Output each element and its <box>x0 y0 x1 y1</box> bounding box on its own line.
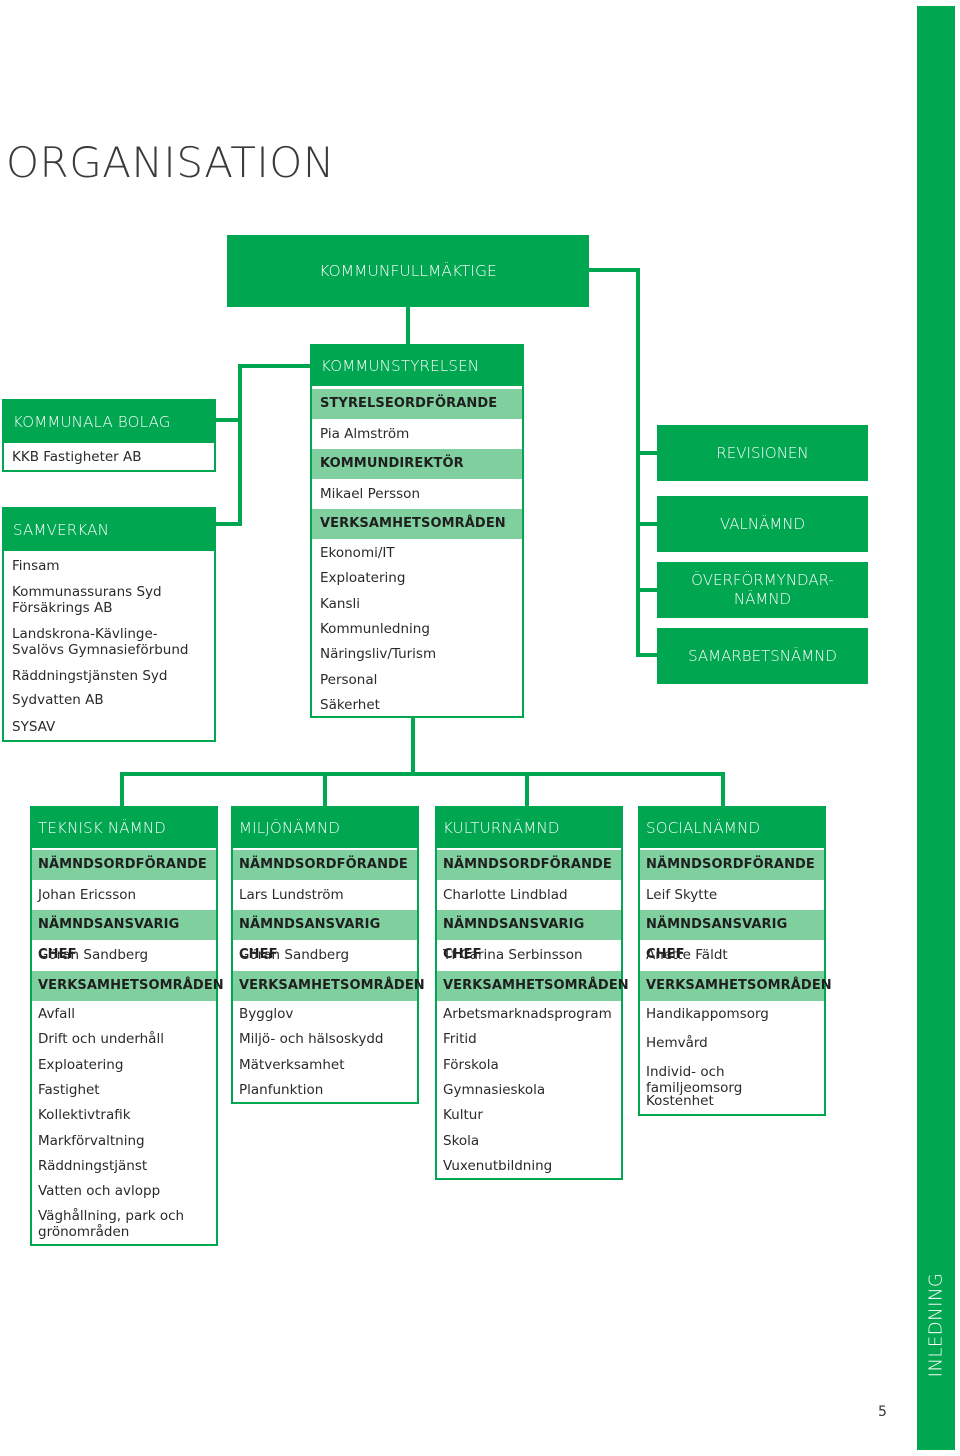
kommunstyrelsen-title: KOMMUNSTYRELSEN <box>312 346 522 386</box>
namnd-omrade-item: Kostenhet <box>646 1093 714 1109</box>
namnd-omrade-item: Planfunktion <box>239 1081 324 1098</box>
namndsansvarig-chef-label: NÄMNDSANSVARIG CHEF <box>437 910 621 962</box>
namnd-omrade-item: Handikappomsorg <box>646 1006 769 1022</box>
namndsordforande-label: NÄMNDSORDFÖRANDE <box>640 850 824 880</box>
namnd-omrade-item: Exploatering <box>38 1056 124 1073</box>
bolag-item: KKB Fastigheter AB <box>12 449 142 465</box>
revisionen-box: REVISIONEN <box>657 425 868 481</box>
namnd-omrade-item: Fastighet <box>38 1081 100 1098</box>
kommundirektor-label: KOMMUNDIREKTÖR <box>312 449 522 479</box>
namnd-verksamhetsomraden-label: VERKSAMHETSOMRÅDEN <box>437 971 629 1001</box>
namndsansvarig-chef-name: Tf Carina Serbinsson <box>443 947 583 963</box>
ks-omrade-item: Näringsliv/Turism <box>320 646 437 663</box>
ks-omrade-item: Säkerhet <box>320 696 380 713</box>
namnd-omrade-item: Hemvård <box>646 1035 708 1051</box>
namndsordforande-name: Johan Ericsson <box>38 887 137 903</box>
styrelseordforande-name: Pia Almström <box>320 426 410 442</box>
namndsordforande-label: NÄMNDSORDFÖRANDE <box>32 850 216 880</box>
namnd-omrade-item: Individ- och familjeomsorg <box>646 1064 743 1096</box>
samverkan-item: Landskrona-Kävlinge- Svalövs Gymnasieför… <box>12 626 189 658</box>
samverkan-title: SAMVERKAN <box>4 509 214 551</box>
namnd-title: SOCIALNÄMND <box>640 808 824 848</box>
namnd-verksamhetsomraden-label: VERKSAMHETSOMRÅDEN <box>32 971 224 1001</box>
ks-omrade-item: Exploatering <box>320 570 406 587</box>
kommunala-bolag-title: KOMMUNALA BOLAG <box>4 401 214 443</box>
namndsansvarig-chef-name: Anette Fäldt <box>646 947 728 963</box>
page-title: ORGANISATION <box>6 138 335 187</box>
namnd-omrade-item: Drift och underhåll <box>38 1031 164 1048</box>
namndsordforande-label: NÄMNDSORDFÖRANDE <box>437 850 621 880</box>
namndsansvarig-chef-label: NÄMNDSANSVARIG CHEF <box>233 910 417 962</box>
namnd-omrade-item: Kollektivtrafik <box>38 1107 131 1124</box>
namnd-omrade-item: Vuxenutbildning <box>443 1157 553 1174</box>
namnd-omrade-item: Förskola <box>443 1056 499 1073</box>
namnd-omrade-item: Gymnasieskola <box>443 1081 546 1098</box>
kommunfullmaktige-box: KOMMUNFULLMÄKTIGE <box>227 235 589 307</box>
namndsordforande-name: Lars Lundström <box>239 887 344 903</box>
namnd-title: TEKNISK NÄMND <box>32 808 216 848</box>
chapter-sidebar: INLEDNING <box>917 6 955 1450</box>
samverkan-item: Sydvatten AB <box>12 692 104 708</box>
namnd-omrade-item: Vatten och avlopp <box>38 1183 161 1200</box>
namndsordforande-name: Leif Skytte <box>646 887 718 903</box>
ks-omrade-item: Ekonomi/IT <box>320 545 395 561</box>
namnd-omrade-item: Räddningstjänst <box>38 1157 148 1174</box>
namndsansvarig-chef-label: NÄMNDSANSVARIG CHEF <box>32 910 216 962</box>
namndsansvarig-chef-name: Göran Sandberg <box>239 947 350 963</box>
valnamnd-box: VALNÄMND <box>657 496 868 552</box>
samverkan-item: SYSAV <box>12 719 56 735</box>
namnd-omrade-item: Avfall <box>38 1006 75 1022</box>
namnd-omrade-item: Skola <box>443 1132 480 1149</box>
namndsordforande-name: Charlotte Lindblad <box>443 887 568 903</box>
namnd-verksamhetsomraden-label: VERKSAMHETSOMRÅDEN <box>640 971 832 1001</box>
namnd-omrade-item: Miljö- och hälsoskydd <box>239 1031 384 1048</box>
page-number: 5 <box>878 1404 887 1420</box>
ks-omrade-item: Kommunledning <box>320 620 430 637</box>
namnd-omrade-item: Fritid <box>443 1031 477 1048</box>
namnd-omrade-item: Kultur <box>443 1107 483 1124</box>
namnd-omrade-item: Bygglov <box>239 1006 294 1022</box>
ks-verksamhetsomraden-label: VERKSAMHETSOMRÅDEN <box>312 509 522 539</box>
styrelseordforande-label: STYRELSEORDFÖRANDE <box>312 389 522 419</box>
ks-omrade-item: Kansli <box>320 595 360 612</box>
namnd-omrade-item: Markförvaltning <box>38 1132 145 1149</box>
samarbetsnamnd-box: SAMARBETSNÄMND <box>657 628 868 684</box>
samverkan-item: Kommunassurans Syd Försäkrings AB <box>12 584 162 616</box>
overformyndarnamnd-box: ÖVERFÖRMYNDAR- NÄMND <box>657 562 868 618</box>
samverkan-item: Finsam <box>12 558 60 574</box>
samverkan-item: Räddningstjänsten Syd <box>12 668 168 684</box>
kommunstyrelsen-box: KOMMUNSTYRELSEN STYRELSEORDFÖRANDE Pia A… <box>310 344 524 718</box>
namnd-verksamhetsomraden-label: VERKSAMHETSOMRÅDEN <box>233 971 425 1001</box>
namnd-title: MILJÖNÄMND <box>233 808 417 848</box>
kommundirektor-name: Mikael Persson <box>320 486 420 502</box>
namnd-omrade-item: Mätverksamhet <box>239 1056 345 1073</box>
namndsansvarig-chef-label: NÄMNDSANSVARIG CHEF <box>640 910 824 962</box>
namndsordforande-label: NÄMNDSORDFÖRANDE <box>233 850 417 880</box>
namnd-omrade-item: Väghållning, park och grönområden <box>38 1208 185 1241</box>
namnd-title: KULTURNÄMND <box>437 808 621 848</box>
namndsansvarig-chef-name: Göran Sandberg <box>38 947 149 963</box>
kommunala-bolag-box: KOMMUNALA BOLAG KKB Fastigheter AB <box>2 399 216 472</box>
ks-omrade-item: Personal <box>320 671 378 688</box>
chapter-label: INLEDNING <box>925 1272 947 1378</box>
namnd-omrade-item: Arbetsmarknadsprogram <box>443 1006 612 1022</box>
kommunfullmaktige-label: KOMMUNFULLMÄKTIGE <box>319 262 497 280</box>
